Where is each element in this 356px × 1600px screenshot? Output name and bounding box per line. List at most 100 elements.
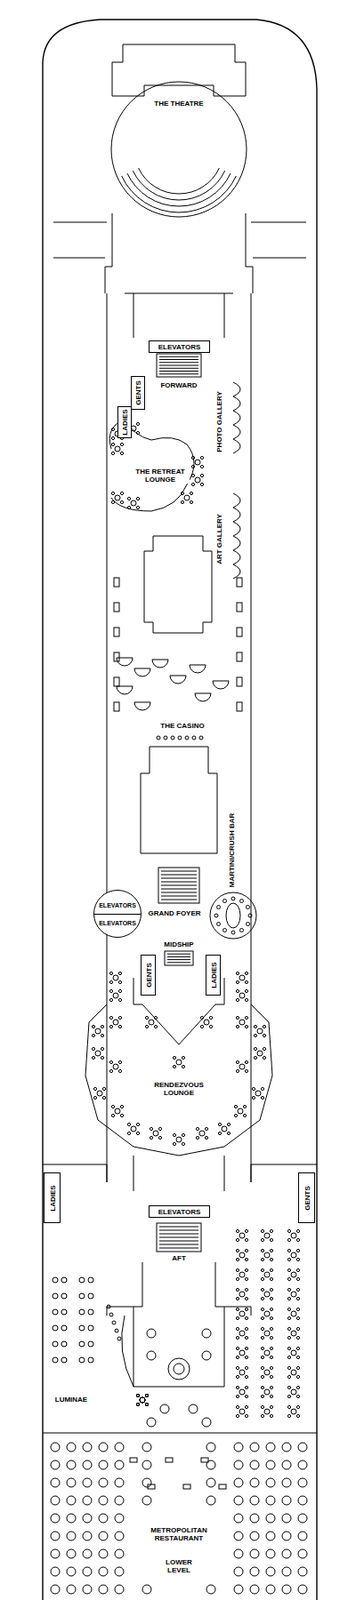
seat-symbol [244, 1309, 248, 1312]
seat-symbol [235, 1259, 239, 1263]
seat-symbol [260, 1376, 264, 1380]
seat-symbol [250, 1586, 259, 1596]
seat-symbol [109, 972, 113, 976]
seat-symbol [185, 736, 189, 741]
seat-symbol [52, 1294, 58, 1301]
seat-symbol [239, 1273, 245, 1279]
seat-symbol [109, 981, 113, 985]
seat-symbol [111, 1106, 114, 1109]
seat-symbol [145, 1395, 148, 1399]
seat-symbol [244, 1278, 248, 1282]
seat-symbol [244, 1337, 248, 1341]
seat-symbol [239, 976, 245, 982]
seat-symbol [145, 1404, 148, 1408]
seat-symbol [287, 1396, 291, 1400]
seat-symbol [237, 1109, 243, 1116]
seat-symbol [242, 1115, 246, 1118]
seat-symbol [82, 1444, 92, 1454]
service-table [183, 1486, 191, 1491]
seat-symbol [269, 1318, 273, 1321]
gallery-alcove [233, 522, 241, 537]
slot-machine [113, 603, 120, 613]
seat-symbol [120, 452, 123, 455]
seat-symbol [239, 1332, 245, 1338]
seat-symbol [221, 1127, 227, 1133]
seat-symbol [170, 736, 175, 741]
seat-symbol [287, 1367, 291, 1371]
gaming-table [134, 703, 151, 712]
seat-symbol [120, 1106, 123, 1109]
seat-symbol [298, 1497, 308, 1507]
seat-symbol [66, 1533, 76, 1543]
seat-symbol [139, 1399, 146, 1405]
seat-symbol [100, 1035, 104, 1038]
seat-symbol [287, 1415, 291, 1419]
seat-symbol [287, 1328, 291, 1332]
seat-symbol [195, 1137, 199, 1141]
theatre-bowl [111, 81, 247, 218]
wall [42, 1263, 317, 1435]
seat-symbol [200, 465, 203, 469]
seat-symbol [269, 1328, 273, 1332]
seat-symbol [146, 1419, 156, 1429]
seat-symbol [130, 1127, 137, 1133]
room-name: ELEVATORS [158, 1209, 202, 1218]
seat-symbol [235, 1017, 239, 1020]
seat-symbol [239, 1351, 245, 1358]
seat-symbol [66, 1586, 76, 1596]
seat-symbol [139, 1399, 146, 1405]
seat-symbol [226, 1124, 230, 1127]
foyer-core [140, 747, 218, 855]
seat-symbol [98, 1569, 108, 1578]
stair-step [159, 371, 199, 373]
seat-symbol [91, 1035, 95, 1038]
seat-symbol [291, 1254, 297, 1260]
seat-symbol [120, 443, 123, 446]
seat-symbol [109, 990, 113, 994]
seat-symbol [266, 1462, 276, 1472]
seat-symbol [264, 1351, 270, 1358]
seat-symbol [136, 1395, 139, 1399]
seat-symbol [234, 1115, 237, 1118]
seat-symbol [250, 1533, 259, 1543]
seat-symbol [240, 900, 244, 905]
restroom-box: GENTS [298, 1173, 316, 1225]
seat-symbol [178, 736, 182, 741]
seat-symbol [235, 1415, 239, 1419]
seat-symbol [248, 914, 252, 919]
seat-symbol [202, 1352, 211, 1362]
seat-symbol [118, 972, 122, 976]
seat-symbol [142, 1462, 152, 1472]
gallery-alcove [233, 508, 241, 523]
seat-symbol [296, 1387, 300, 1391]
seat-symbol [239, 1410, 245, 1416]
seat-symbol [296, 1415, 300, 1419]
seat-symbol [180, 501, 184, 504]
seat-symbol [130, 501, 137, 507]
seat-symbol [251, 1097, 255, 1101]
seat-symbol [98, 1533, 108, 1543]
slot-machine [113, 578, 120, 588]
seat-symbol [244, 1407, 248, 1410]
seat-symbol [296, 1230, 300, 1234]
seat-symbol [235, 1387, 239, 1391]
stair-step [159, 368, 199, 370]
seat-symbol [234, 1533, 243, 1543]
seat-symbol [189, 492, 193, 495]
seat-symbol [88, 1278, 94, 1285]
seat-symbol [253, 1057, 257, 1060]
seat-symbol [111, 1115, 114, 1118]
seat-symbol [172, 1134, 176, 1138]
seat-symbol [61, 1310, 67, 1317]
seat-symbol [250, 1444, 259, 1454]
seat-symbol [298, 1462, 308, 1472]
seat-symbol [244, 1017, 248, 1020]
seat-symbol [287, 1337, 291, 1341]
seat-symbol [234, 1106, 237, 1109]
seat-symbol [287, 1250, 291, 1254]
gallery-alcove [233, 536, 241, 551]
seat-symbol [181, 1066, 185, 1069]
seat-symbol [172, 1143, 176, 1147]
restroom-box: LADIES [117, 406, 132, 439]
seat-symbol [98, 1497, 108, 1507]
